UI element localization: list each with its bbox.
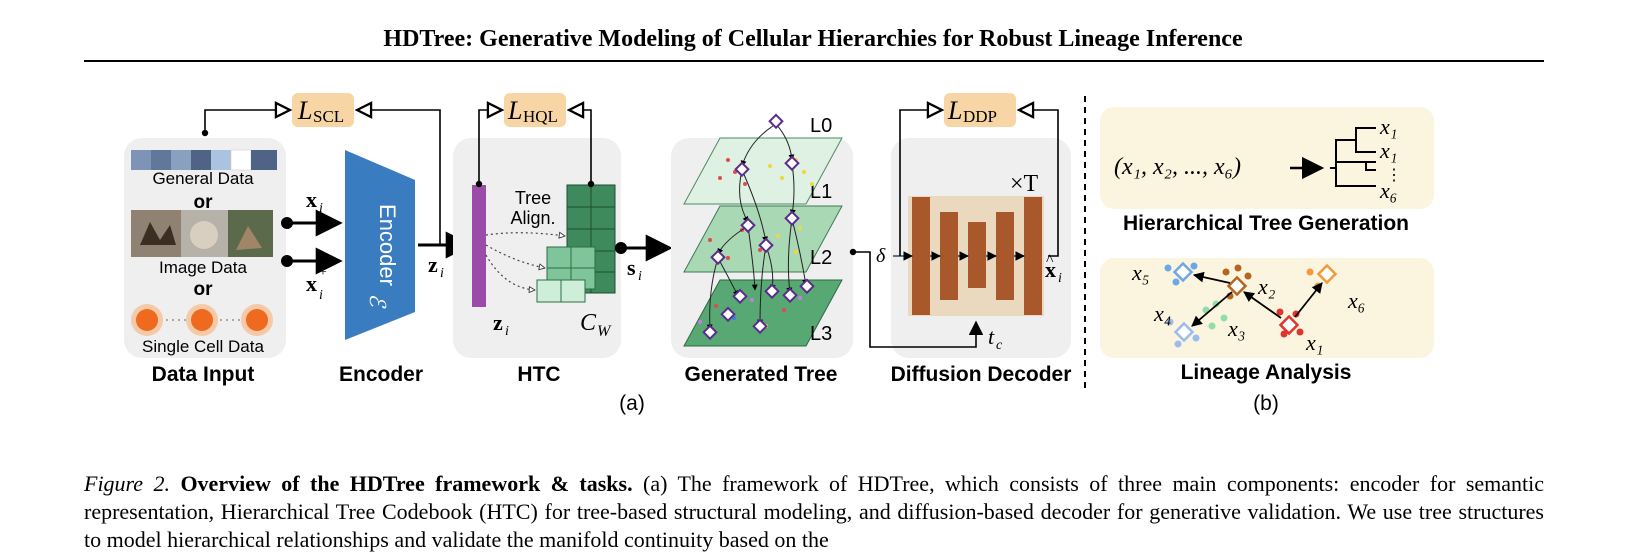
lineage-x5: x₅ xyxy=(1131,260,1149,285)
encoder-block: Encoder ℰ xyxy=(345,150,415,340)
lineage-nodes xyxy=(1172,261,1338,343)
decoder-tc: t xyxy=(988,324,995,349)
hql-loss-sub: HQL xyxy=(523,107,558,126)
hierarchical-tree-generation: (x₁, x₂, ..., x₆) x₁ x₁ ⋮ x₆ xyxy=(1100,107,1434,209)
lineage-x4: x₄ xyxy=(1153,301,1171,326)
ddp-loss: L DDP xyxy=(899,93,1059,257)
level-l1: L1 xyxy=(810,181,832,203)
dendrogram xyxy=(1330,127,1376,187)
x-hat-i-subscript: i xyxy=(1058,271,1062,286)
tree-align-arrows xyxy=(485,233,565,290)
scl-loss: L SCL xyxy=(205,93,441,246)
section-hier-tree-gen: Hierarchical Tree Generation xyxy=(1123,212,1409,235)
x-i-symbol: x xyxy=(306,187,317,212)
single-cell-icons xyxy=(131,304,273,336)
level-l3: L3 xyxy=(810,323,832,345)
decoder-delta: δ xyxy=(876,245,886,267)
lineage-x1: x₁ xyxy=(1305,330,1323,355)
paper-title: HDTree: Generative Modeling of Cellular … xyxy=(383,26,1243,52)
s-i-symbol: s xyxy=(627,255,636,280)
z-i-symbol: z xyxy=(428,252,438,277)
lineage-x3: x₃ xyxy=(1227,316,1245,341)
x-i-plus-subscript: i xyxy=(319,288,323,303)
image-data-thumbnails xyxy=(131,210,273,257)
tree-level-labels: L0 L1 L2 L3 xyxy=(810,115,832,345)
codebook-subscript: W xyxy=(597,323,612,340)
image-data-label: Image Data xyxy=(159,258,247,277)
lineage-x6: x₆ xyxy=(1347,288,1365,313)
caption-label: Figure 2. xyxy=(84,471,170,496)
general-data-strip xyxy=(131,149,277,171)
lineage-labels: x₅ x₂ x₆ x₄ x₃ x₁ xyxy=(1131,260,1365,355)
lineage-x2: x₂ xyxy=(1257,274,1276,299)
section-diffusion-decoder: Diffusion Decoder xyxy=(891,363,1072,386)
single-cell-label: Single Cell Data xyxy=(142,337,264,356)
leaf-x1-mid: x₁ xyxy=(1379,138,1397,163)
htc-latent-bar xyxy=(472,185,486,307)
lineage-analysis: x₅ x₂ x₆ x₄ x₃ x₁ xyxy=(1100,258,1434,358)
tree-tuple: (x₁, x₂, ..., x₆) xyxy=(1114,154,1241,180)
codebook-symbol: C xyxy=(580,310,597,336)
x-i-plus-symbol: x xyxy=(306,271,317,296)
ddp-loss-sub: DDP xyxy=(963,107,997,126)
htc-panel: z i Tree Align. C W xyxy=(453,138,621,358)
tree-align-line1: Tree xyxy=(515,188,551,208)
figure-caption: Figure 2. Overview of the HDTree framewo… xyxy=(84,470,1544,554)
decoder-times-t: ×T xyxy=(1010,171,1039,197)
s-i-subscript: i xyxy=(638,269,642,284)
x-i-subscript: i xyxy=(319,201,323,216)
lineage-arrows xyxy=(1191,271,1323,327)
hql-loss: L HQL xyxy=(479,93,591,184)
x-i-plus-superscript: + xyxy=(319,265,327,280)
x-hat-accent: ^ xyxy=(1046,252,1054,269)
hql-loss-L: L xyxy=(507,96,522,125)
tree-align-line2: Align. xyxy=(510,208,555,228)
section-generated-tree: Generated Tree xyxy=(685,363,838,386)
section-data-input: Data Input xyxy=(152,363,255,386)
lineage-dots xyxy=(1164,262,1322,348)
htc-z-i-symbol: z xyxy=(493,310,503,335)
generated-tree-panel: L0 L1 L2 L3 xyxy=(671,113,853,358)
si-arrow: s i xyxy=(615,234,673,284)
caption-heading: Overview of the HDTree framework & tasks… xyxy=(180,471,633,496)
panel-a-label: (a) xyxy=(619,392,645,415)
general-data-label: General Data xyxy=(152,169,254,188)
tree-nodes xyxy=(702,113,815,341)
x-hat-i-symbol: x xyxy=(1045,257,1056,282)
decoder-tc-subscript: c xyxy=(996,338,1003,353)
input-arrows: x i x + i xyxy=(281,187,343,303)
leaf-ellipsis: ⋮ xyxy=(1386,167,1402,184)
scl-loss-L: L xyxy=(297,96,312,125)
level-l0: L0 xyxy=(810,115,832,137)
title-rule xyxy=(84,60,1544,62)
ddp-loss-L: L xyxy=(947,96,962,125)
framework-figure: General Data or Image Data or Single Cel… xyxy=(124,93,1434,415)
or-label-1: or xyxy=(194,192,214,213)
leaf-x6: x₆ xyxy=(1379,178,1397,203)
encoder-symbol: ℰ xyxy=(365,293,390,309)
diffusion-decoder-panel: ×T δ t c x ^ i xyxy=(849,138,1071,358)
or-label-2: or xyxy=(194,279,214,300)
section-lineage-analysis: Lineage Analysis xyxy=(1181,361,1352,384)
section-htc: HTC xyxy=(517,363,560,386)
scl-loss-sub: SCL xyxy=(313,107,344,126)
z-i-subscript: i xyxy=(440,266,444,281)
htc-z-i-subscript: i xyxy=(505,324,509,339)
level-l2: L2 xyxy=(810,247,832,269)
section-labels: Data Input Encoder HTC Generated Tree Di… xyxy=(152,363,1072,386)
encoder-block-label: Encoder xyxy=(375,204,400,286)
data-input-panel: General Data or Image Data or Single Cel… xyxy=(124,138,286,358)
panel-b-label: (b) xyxy=(1253,392,1279,415)
leaf-x1-top: x₁ xyxy=(1379,114,1397,139)
section-encoder: Encoder xyxy=(339,363,423,386)
